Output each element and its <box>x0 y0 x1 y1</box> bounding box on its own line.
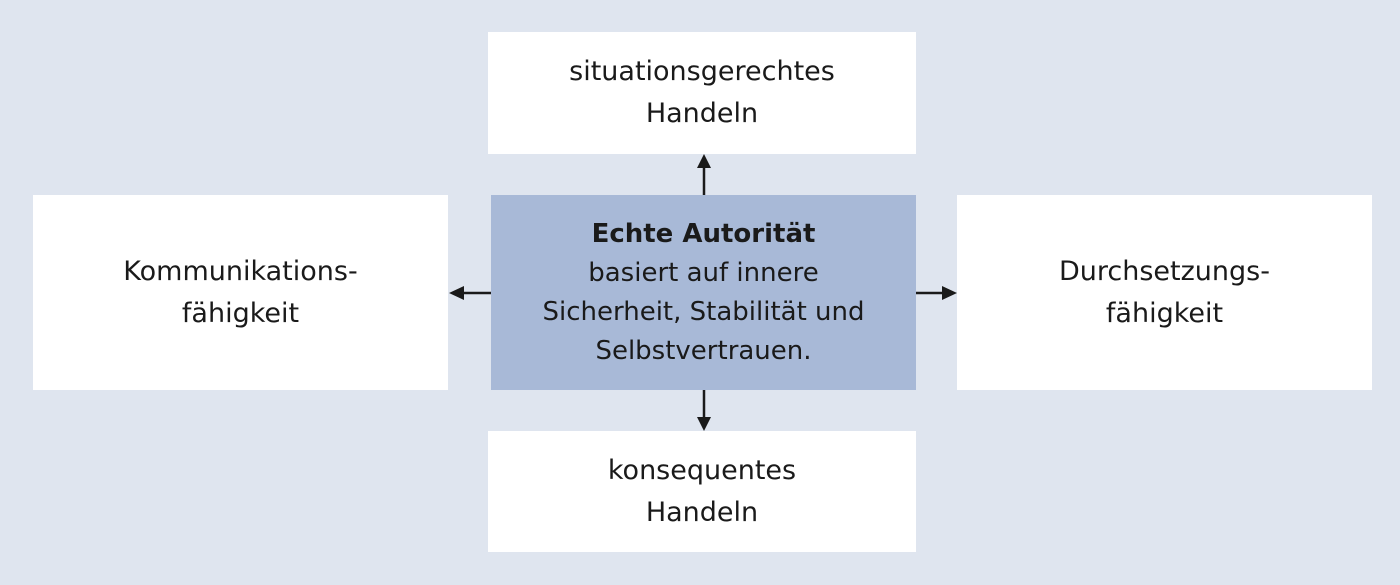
arrow-left <box>449 286 491 300</box>
outcome-box-left: Kommunikations- fähigkeit <box>33 195 448 390</box>
bottom-line-2: Handeln <box>645 496 759 528</box>
central-line-2: Sicherheit, Stabilität und <box>542 296 865 327</box>
arrow-up <box>697 154 711 195</box>
central-concept-box: Echte Autorität basiert auf innere Siche… <box>491 195 916 390</box>
top-line-1: situationsgerechtes <box>569 56 835 88</box>
outcome-box-top: situationsgerechtes Handeln <box>488 32 916 154</box>
central-concept-title: Echte Autorität <box>591 218 816 249</box>
arrow-right <box>916 286 957 300</box>
right-line-2: fähigkeit <box>1105 297 1224 329</box>
central-line-1: basiert auf innere <box>588 257 819 288</box>
arrow-down <box>697 390 711 431</box>
right-line-1: Durchsetzungs- <box>1059 255 1270 287</box>
outcome-box-bottom: konsequentes Handeln <box>488 431 916 552</box>
outcome-box-right: Durchsetzungs- fähigkeit <box>957 195 1372 390</box>
left-line-1: Kommunikations- <box>123 255 358 287</box>
central-line-3: Selbstvertrauen. <box>595 335 812 366</box>
left-line-2: fähigkeit <box>181 297 300 329</box>
top-line-2: Handeln <box>645 98 759 129</box>
bottom-line-1: konsequentes <box>607 454 797 486</box>
